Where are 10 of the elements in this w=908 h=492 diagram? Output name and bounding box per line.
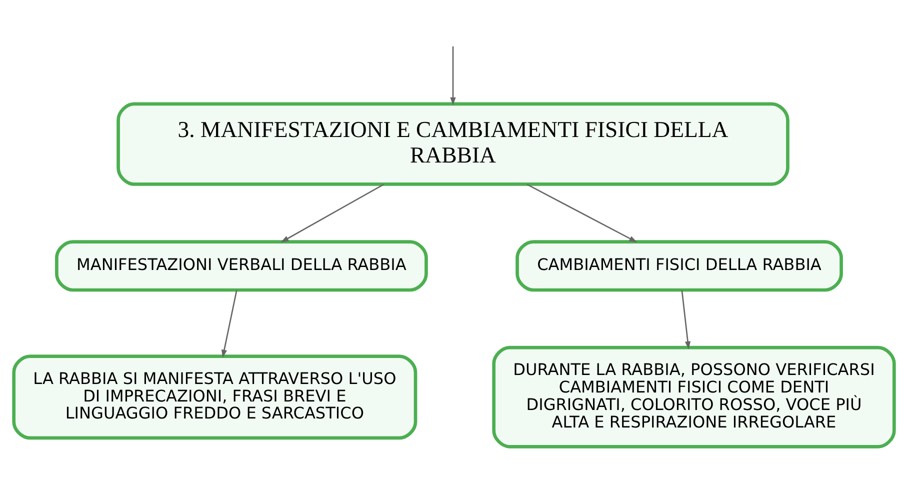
arrow	[450, 46, 456, 106]
node-box: LA RABBIA SI MANIFESTA ATTRAVERSO L'USO DI IMPRECAZIONI, FRASI BREVI E LINGUAGGIO FREDDO E SARCASTICO	[12, 354, 418, 440]
arrow	[526, 184, 638, 242]
arrow	[280, 184, 384, 242]
node-box: MANIFESTAZIONI VERBALI DELLA RABBIA	[55, 240, 428, 292]
node-box: DURANTE LA RABBIA, POSSONO VERIFICARSI CAMBIAMENTI FISICI COME DENTI DIGRIGNATI, COLORITO ROSSO, VOCE PIÙ ALTA E RESPIRAZIONE IRREGOLARE	[492, 346, 896, 448]
node-box: CAMBIAMENTI FISICI DELLA RABBIA	[516, 240, 843, 292]
arrow	[681, 290, 691, 350]
node-box: 3. MANIFESTAZIONI E CAMBIAMENTI FISICI DELLA RABBIA	[116, 102, 790, 186]
arrow	[221, 290, 238, 358]
